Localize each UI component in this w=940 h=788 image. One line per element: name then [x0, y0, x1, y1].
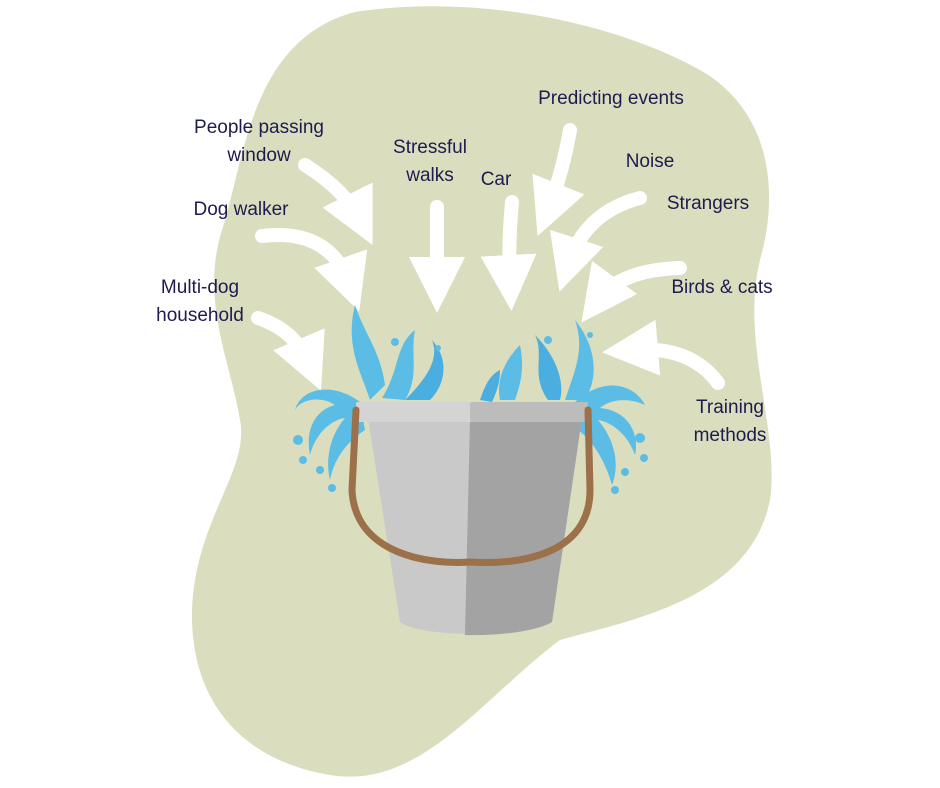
arrows — [251, 123, 725, 391]
arrow-strangers — [581, 260, 687, 323]
label-strangers: Strangers — [666, 193, 750, 214]
label-training-methods: Training methods — [693, 397, 767, 446]
label-stressful-walks: Stressful walks — [393, 137, 467, 186]
arrow-predicting-events — [532, 123, 585, 236]
label-car: Car — [480, 169, 512, 190]
bucket-icon — [348, 402, 594, 636]
label-predicting-events: Predicting events — [538, 88, 684, 109]
label-dog-walker: Dog walker — [193, 199, 289, 220]
label-noise: Noise — [625, 151, 675, 172]
arrow-training-methods — [602, 319, 725, 390]
arrow-people-passing-window — [298, 158, 373, 246]
water-splash-icon — [293, 305, 648, 494]
label-multi-dog-household: Multi-dog household — [156, 277, 244, 326]
arrow-car — [480, 195, 537, 311]
arrow-dog-walker — [255, 228, 368, 312]
label-birds-cats: Birds & cats — [671, 277, 773, 298]
label-people-passing-window: People passing window — [194, 117, 324, 166]
arrow-multi-dog-household — [251, 311, 325, 391]
arrow-noise — [549, 191, 647, 292]
